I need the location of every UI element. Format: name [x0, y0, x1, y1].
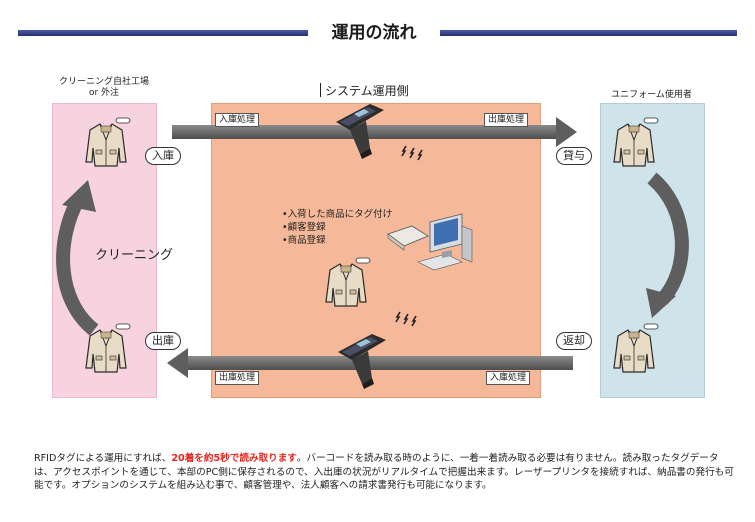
paragraph-part1: RFIDタグによる運用にすれば、: [34, 453, 171, 464]
inbound-pill: 入庫: [145, 147, 181, 165]
outbound-processing-tag: 出庫処理: [484, 113, 528, 127]
access-point-icon: [388, 226, 428, 250]
inbound-processing-tag: 入庫処理: [486, 371, 530, 385]
jacket-icon: [614, 118, 658, 166]
signal-waves-icon: [396, 312, 416, 326]
outbound-processing-tag: 出庫処理: [215, 371, 259, 385]
description-paragraph: RFIDタグによる運用にすれば、20着を約5秒で読み取ります。バーコードを読み取…: [34, 452, 734, 493]
bullet-item: •入荷した商品にタグ付け: [282, 208, 392, 221]
inbound-processing-tag: 入庫処理: [215, 113, 259, 127]
outbound-pill: 出庫: [145, 332, 181, 350]
jacket-icon: [326, 258, 370, 306]
jacket-icon: [614, 324, 658, 372]
center-bullet-list: •入荷した商品にタグ付け •顧客登録 •商品登録: [282, 208, 392, 247]
return-pill: 返却: [556, 332, 592, 350]
paragraph-highlight: 20着を約5秒で読み取ります: [171, 453, 297, 464]
desktop-pc-icon: [418, 214, 472, 270]
cleaning-curve-arrow: [62, 180, 96, 330]
signal-waves-icon: [402, 146, 422, 160]
bullet-item: •顧客登録: [282, 221, 392, 234]
jacket-icon: [86, 118, 130, 166]
bullet-item: •商品登録: [282, 234, 392, 247]
lend-pill: 貸与: [556, 147, 592, 165]
cleaning-label: クリーニング: [95, 244, 173, 263]
return-curve-arrow: [646, 178, 682, 318]
